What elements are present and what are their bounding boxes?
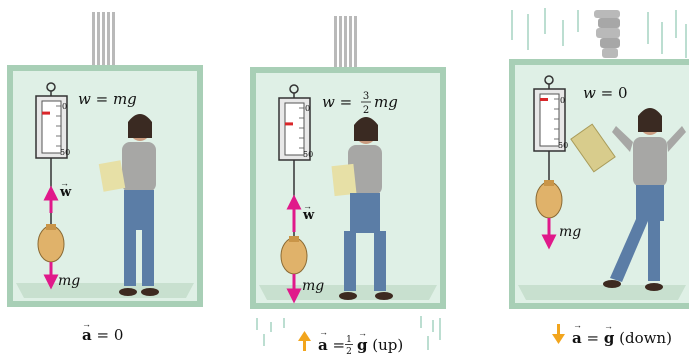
weight-equation: w = 0 [583,84,628,102]
scale-pointer [42,111,50,115]
scale-pointer [540,98,548,101]
weight-eq-frac-num: 3 [363,91,369,102]
vector-arrow-icon: → [604,321,613,331]
down-arrow-icon [552,324,565,344]
weight-eq-expr: mg [374,93,398,111]
elevator-cable [92,12,115,70]
vector-arrow-icon: → [319,327,328,337]
gravity-label: mg [58,273,80,289]
scale-tick-bottom: 50 [60,148,70,157]
scale-tick-top: 0 [560,96,565,105]
gravity-label: mg [559,224,581,240]
panel-accelerating-up: 0 50 w = 3 2 mg w → mg [250,16,446,356]
person [98,114,159,296]
acceleration-caption: a = [318,336,345,354]
weight-eq-prefix: w = [78,90,113,108]
weight-equation: w = mg [78,90,137,108]
accel-caption-rest: g (up) [357,336,403,354]
bag [280,237,308,275]
bag [535,181,563,219]
weight-eq-prefix: w = [322,93,352,111]
weight-eq-expr: 0 [618,84,628,102]
weight-eq-frac-den: 2 [363,105,369,116]
weight-equation: w = [322,93,352,111]
up-arrow-icon [298,331,311,351]
broken-cable [594,10,620,58]
spring-scale [35,82,68,226]
accel-symbol: a [318,336,328,354]
scale-tick-bottom: 50 [558,141,568,150]
gravity-label: mg [302,278,324,294]
person [331,117,393,300]
accel-symbol: a [572,329,582,347]
vector-arrow-icon: → [303,201,312,211]
weight-eq-prefix: w = [583,84,618,102]
motion-lines [256,316,441,350]
scale-tick-top: 0 [62,102,67,111]
vector-arrow-icon: → [358,328,367,338]
motion-lines [511,8,687,58]
scale-pointer [285,122,293,126]
accel-frac-den: 2 [346,347,352,356]
elevator-floor [16,283,194,298]
spring-scale [533,75,566,180]
bag [37,225,65,263]
floating-book [570,123,616,173]
vector-arrow-icon: → [82,319,91,329]
person [603,108,686,291]
tension-label: w [302,208,315,223]
scale-tick-top: 0 [305,104,310,113]
accel-frac-num: 1 [346,335,352,345]
acceleration-caption: a = 0 [82,326,123,344]
acceleration-caption: a = g (down) [572,329,672,347]
panel-at-rest: 0 50 w = mg w → mg a = 0 [7,12,203,344]
tension-label: w [59,185,72,200]
vector-arrow-icon: → [60,178,69,188]
vector-arrow-icon: → [573,320,582,330]
elevator-floor [518,285,686,300]
weight-eq-expr: mg [113,90,137,108]
panel-free-fall: 0 50 w = 0 mg → a [509,8,689,347]
scale-tick-bottom: 50 [303,150,313,159]
elevator-cable [334,16,357,71]
accel-symbol: a [82,326,92,344]
